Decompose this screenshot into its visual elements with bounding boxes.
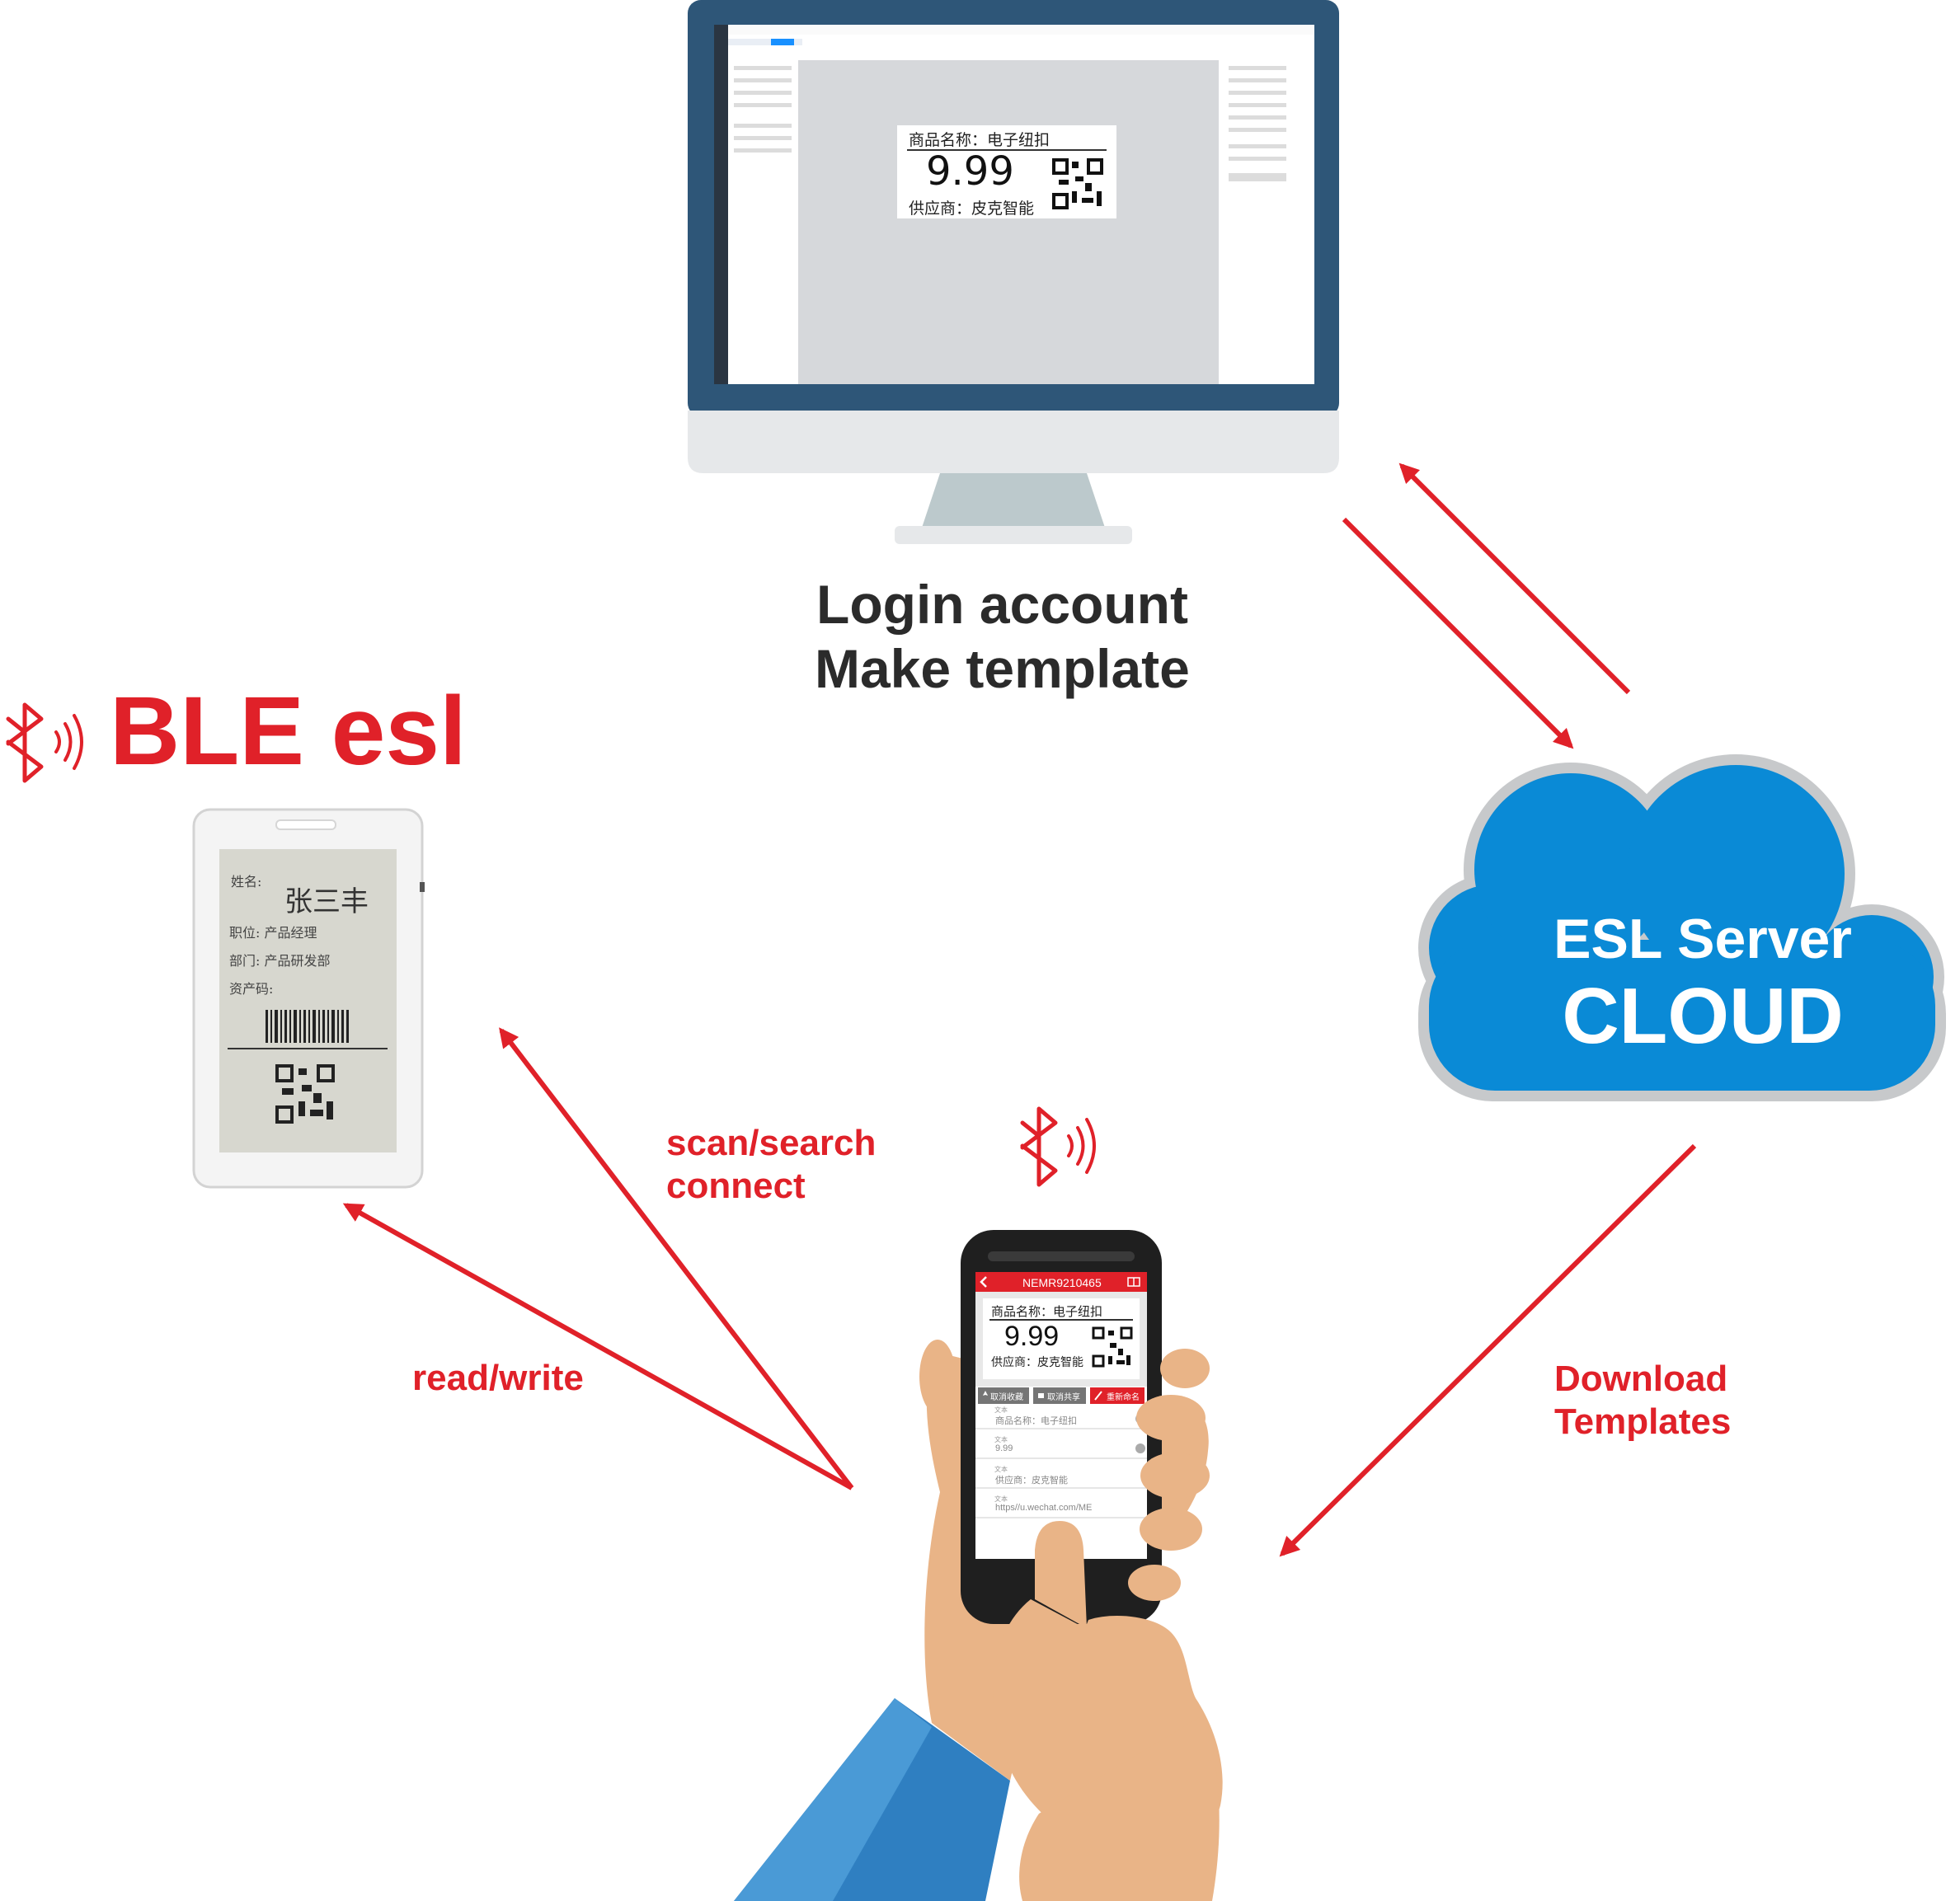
badge-department: 部门: 产品研发部 <box>229 953 331 969</box>
ble-esl-title: BLE esl <box>110 677 467 786</box>
unshare-label[interactable]: 取消共享 <box>1047 1393 1080 1402</box>
clear-icon <box>1135 1443 1145 1453</box>
field-product-input[interactable]: 商品名称：电子纽扣 <box>995 1415 1077 1426</box>
phone-tag-product: 商品名称：电子纽扣 <box>991 1304 1103 1319</box>
monitor-tag-price: 9.99 <box>926 148 1014 195</box>
badge-asset-code: 资产码: <box>229 981 274 997</box>
cloud-label-line2: CLOUD <box>1562 972 1844 1060</box>
template-canvas <box>798 60 1219 384</box>
arrow-monitor-to-cloud <box>1342 517 1574 749</box>
rename-label[interactable]: 重新命名 <box>1107 1393 1140 1402</box>
monitor <box>688 0 1339 544</box>
field-label: 文本 <box>994 1436 1008 1443</box>
signal-waves-icon <box>54 714 83 770</box>
badge-name-value: 张三丰 <box>284 885 369 918</box>
unfavorite-label[interactable]: 取消收藏 <box>990 1393 1023 1402</box>
field-label: 文本 <box>994 1406 1008 1414</box>
phone-qr-code <box>1092 1326 1133 1368</box>
field-label: 文本 <box>994 1495 1008 1503</box>
badge-name-label: 姓名: <box>231 874 262 889</box>
phone-tag-supplier: 供应商：皮克智能 <box>991 1356 1083 1369</box>
bluetooth-icon <box>1020 1106 1058 1187</box>
pencil-icon <box>1094 1391 1102 1401</box>
download-templates-line1: Download <box>1554 1359 1728 1399</box>
bluetooth-icon <box>6 702 44 783</box>
badge-position: 职位: 产品经理 <box>229 925 317 941</box>
phone-titlebar <box>975 1272 1147 1292</box>
badge-qr-code <box>275 1063 337 1126</box>
field-label: 文本 <box>994 1466 1008 1473</box>
index-finger <box>1035 1521 1087 1628</box>
download-templates-line2: Templates <box>1554 1401 1732 1442</box>
unfavorite-button[interactable] <box>978 1387 1029 1404</box>
field-url-input[interactable]: https//u.wechat.com/ME <box>995 1503 1093 1513</box>
phone-title: NEMR9210465 <box>1022 1276 1102 1289</box>
barcode <box>266 1010 349 1043</box>
arrow-cloud-to-phone <box>1279 1143 1697 1557</box>
scan-connect-line2: connect <box>666 1166 806 1206</box>
monitor-caption-line2: Make template <box>815 638 1190 699</box>
star-icon <box>983 1391 988 1396</box>
rename-button[interactable] <box>1090 1387 1145 1404</box>
monitor-caption-line1: Login account <box>816 574 1188 635</box>
phone-tag-price: 9.99 <box>1004 1321 1060 1352</box>
cloud-label-line1: ESL Server <box>1553 908 1852 970</box>
field-price-input[interactable]: 9.99 <box>995 1443 1013 1453</box>
hand-with-phone <box>734 1230 1223 1901</box>
scan-connect-line1: scan/search <box>666 1123 877 1163</box>
badge-esl <box>192 808 425 1189</box>
lock-icon <box>1038 1393 1044 1398</box>
read-write-label: read/write <box>412 1358 584 1398</box>
monitor-tag-product: 商品名称：电子纽扣 <box>909 131 1051 149</box>
arrow-cloud-to-monitor <box>1398 462 1631 695</box>
monitor-tag-supplier: 供应商：皮克智能 <box>909 199 1035 218</box>
arrow-phone-to-esl-readwrite <box>342 1203 853 1490</box>
unshare-button[interactable] <box>1033 1387 1086 1404</box>
cloud <box>1418 754 1946 1101</box>
arrow-phone-to-esl-scan <box>499 1027 854 1490</box>
app-sidebar <box>714 25 728 384</box>
field-supplier-input[interactable]: 供应商：皮克智能 <box>995 1475 1068 1486</box>
back-arrow-icon <box>980 1276 987 1288</box>
template-qr-code <box>1052 158 1105 211</box>
signal-waves-icon <box>1067 1118 1096 1174</box>
